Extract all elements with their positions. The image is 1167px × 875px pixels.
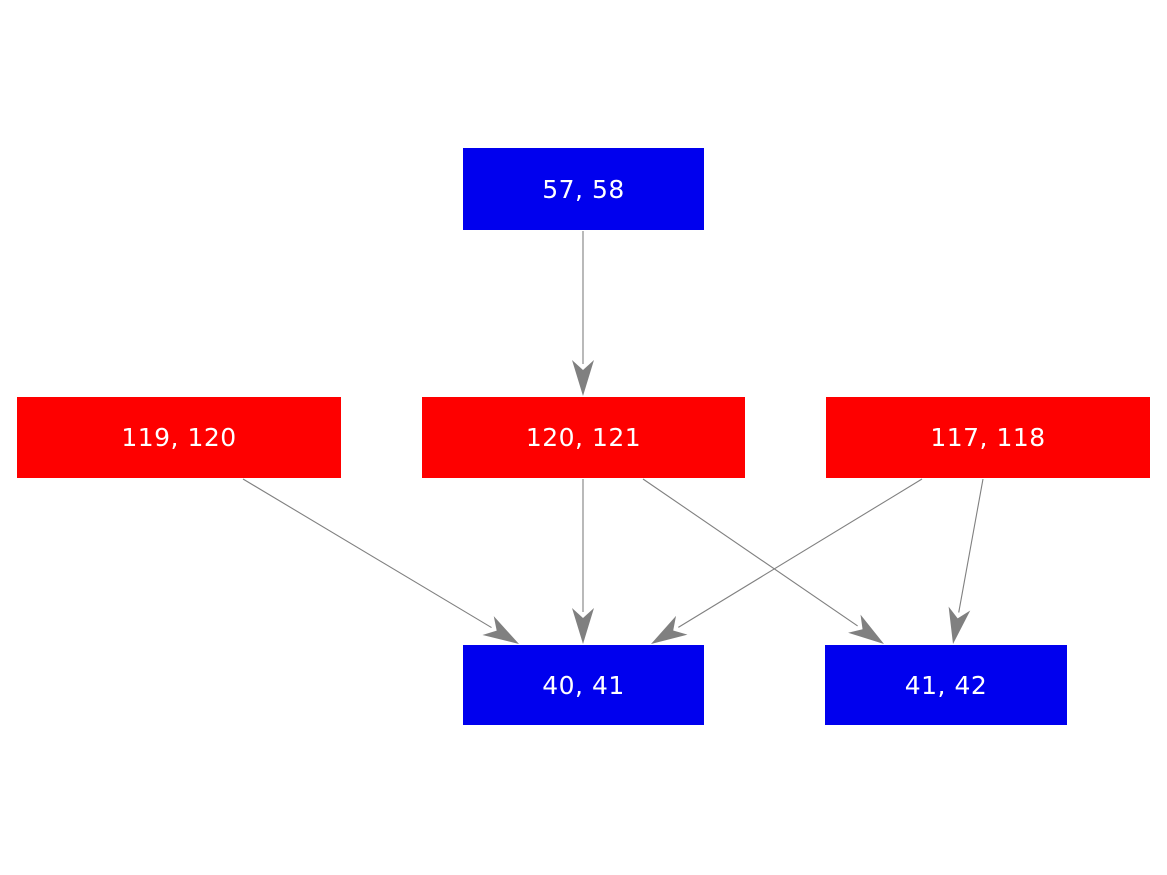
node-57-58[interactable]: 57, 58 (463, 148, 704, 230)
node-label: 41, 42 (904, 670, 988, 700)
edge-n119-to-n40 (242, 478, 519, 644)
arrowhead (848, 614, 884, 644)
arrowhead (948, 606, 971, 644)
node-label: 57, 58 (542, 174, 625, 204)
edge-n57-to-n120 (572, 231, 594, 396)
edge-n117-to-n41 (948, 478, 984, 644)
edge-n117-to-n40 (651, 478, 923, 644)
node-117-118[interactable]: 117, 118 (826, 397, 1150, 478)
node-label: 40, 41 (542, 670, 625, 700)
edge-n120-to-n40 (572, 479, 594, 644)
node-label: 119, 120 (121, 423, 237, 452)
arrowhead (572, 608, 594, 644)
node-119-120[interactable]: 119, 120 (17, 397, 341, 478)
node-label: 117, 118 (930, 423, 1046, 452)
arrowhead (572, 360, 594, 396)
edge-n120-to-n41 (642, 478, 884, 644)
arrowhead (482, 616, 519, 644)
node-120-121[interactable]: 120, 121 (422, 397, 745, 478)
node-41-42[interactable]: 41, 42 (825, 645, 1067, 725)
node-label: 120, 121 (525, 423, 642, 452)
node-40-41[interactable]: 40, 41 (463, 645, 704, 725)
arrowhead (651, 615, 688, 644)
